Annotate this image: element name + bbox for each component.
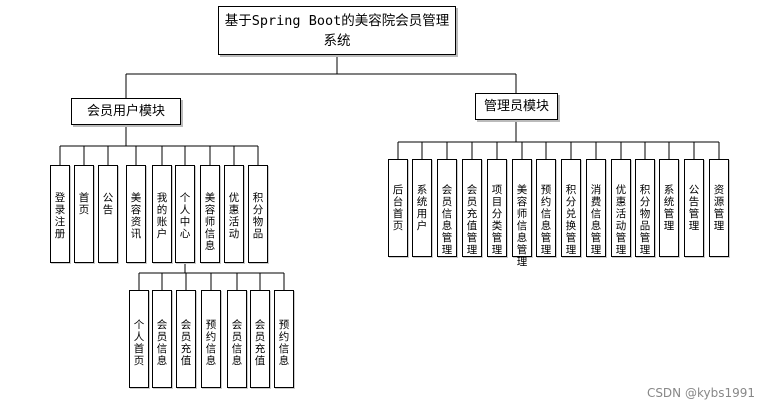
member-leaf: 首页: [74, 165, 94, 263]
personal-center-leaf: 预约信息: [274, 290, 294, 388]
admin-connector: [397, 120, 720, 159]
admin-leaf: 会员信息管理: [437, 159, 457, 257]
member-leaf: 登录注册: [50, 165, 70, 263]
member-module-node: 会员用户模块: [71, 98, 181, 125]
admin-leaf: 预约信息管理: [536, 159, 556, 257]
admin-leaf: 消费信息管理: [586, 159, 606, 257]
personal-center-leaf: 预约信息: [201, 290, 221, 388]
admin-leaf: 会员充值管理: [462, 159, 482, 257]
member-leaf-personal-center: 个人中心: [175, 165, 195, 263]
admin-leaf: 积分兑换管理: [561, 159, 581, 257]
member-leaf: 美容师信息: [200, 165, 220, 263]
member-connector: [59, 125, 259, 165]
admin-leaf: 项目分类管理: [487, 159, 507, 257]
member-leaf: 美容资讯: [126, 165, 146, 263]
admin-leaf: 积分物品管理: [635, 159, 655, 257]
admin-module-node: 管理员模块: [475, 93, 558, 120]
personal-center-leaf: 个人首页: [129, 290, 149, 388]
admin-leaf: 后台首页: [388, 159, 408, 257]
root-connector: [125, 55, 517, 98]
personal-center-leaf: 会员充值: [250, 290, 270, 388]
personal-center-leaf: 会员信息: [152, 290, 172, 388]
member-leaf: 公告: [98, 165, 118, 263]
member-leaf: 优惠活动: [224, 165, 244, 263]
admin-leaf: 资源管理: [709, 159, 729, 257]
admin-leaf: 公告管理: [684, 159, 704, 257]
personal-center-leaf: 会员充值: [176, 290, 196, 388]
admin-leaf: 系统管理: [659, 159, 679, 257]
watermark: CSDN @kybs1991: [646, 386, 755, 400]
admin-leaf: 优惠活动管理: [611, 159, 631, 257]
admin-leaf: 系统用户: [412, 159, 432, 257]
personal-center-connector: [138, 263, 285, 290]
member-leaf: 我的账户: [152, 165, 172, 263]
personal-center-leaf: 会员信息: [227, 290, 247, 388]
root-node: 基于Spring Boot的美容院会员管理系统: [218, 6, 456, 55]
member-leaf: 积分物品: [248, 165, 268, 263]
admin-leaf: 美容师信息管理: [512, 159, 532, 268]
